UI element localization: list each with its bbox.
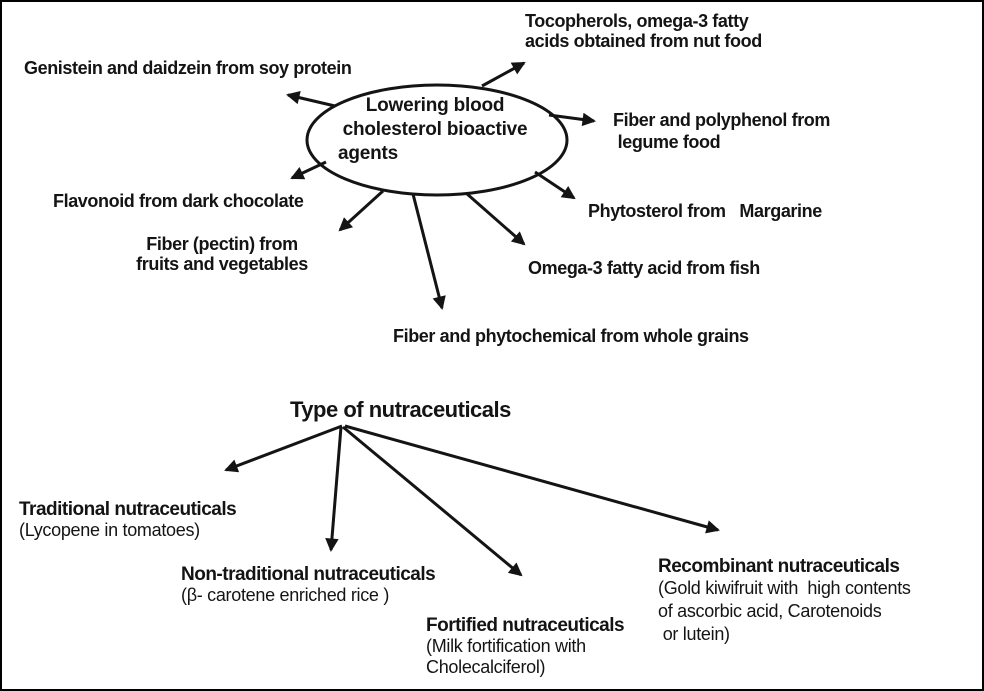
branch-non-traditional-name: Non-traditional nutraceuticals bbox=[181, 564, 436, 585]
node-fish: Omega-3 fatty acid from fish bbox=[528, 258, 760, 278]
arrow-to-phytosterol bbox=[534, 170, 576, 200]
arrow-to-genistein bbox=[286, 91, 336, 108]
arrow-to-fortified bbox=[342, 425, 523, 577]
branch-recombinant: Recombinant nutraceuticals (Gold kiwifru… bbox=[658, 556, 911, 644]
bottom-section-title: Type of nutraceuticals bbox=[290, 397, 511, 422]
node-genistein-text: Genistein and daidzein from soy protein bbox=[24, 58, 352, 78]
arrow-to-tocopherols bbox=[481, 61, 526, 88]
arrow-to-whole-grains bbox=[411, 193, 446, 310]
node-whole-grains: Fiber and phytochemical from whole grain… bbox=[393, 326, 749, 346]
arrow-to-fiber-pectin bbox=[338, 189, 385, 232]
center-ellipse bbox=[305, 83, 569, 197]
arrow-to-recombinant bbox=[344, 424, 720, 534]
arrow-to-non-traditional bbox=[325, 426, 343, 553]
node-tocopherols: Tocopherols, omega-3 fatty acids obtaine… bbox=[525, 11, 762, 51]
arrow-to-fish bbox=[465, 191, 526, 246]
branch-recombinant-name: Recombinant nutraceuticals bbox=[658, 556, 900, 577]
arrow-to-legume bbox=[548, 112, 597, 127]
arrow-to-flavonoid bbox=[290, 160, 327, 180]
arrow-to-traditional bbox=[224, 424, 343, 473]
branch-non-traditional: Non-traditional nutraceuticals (β- carot… bbox=[181, 564, 436, 605]
node-phytosterol: Phytosterol from Margarine bbox=[588, 201, 822, 221]
node-fiber-pectin: Fiber (pectin) from fruits and vegetable… bbox=[136, 234, 308, 274]
center-ellipse-label: Lowering blood cholesterol bioactive age… bbox=[338, 95, 528, 164]
branch-fortified: Fortified nutraceuticals (Milk fortifica… bbox=[426, 615, 625, 677]
node-genistein: Genistein and daidzein from soy protein bbox=[24, 58, 352, 78]
branch-traditional: Traditional nutraceuticals (Lycopene in … bbox=[19, 499, 237, 540]
branch-fortified-name: Fortified nutraceuticals bbox=[426, 615, 625, 636]
node-legume: Fiber and polyphenol from legume food bbox=[613, 110, 831, 152]
node-flavonoid: Flavonoid from dark chocolate bbox=[53, 191, 304, 211]
branch-traditional-name: Traditional nutraceuticals bbox=[19, 499, 237, 520]
